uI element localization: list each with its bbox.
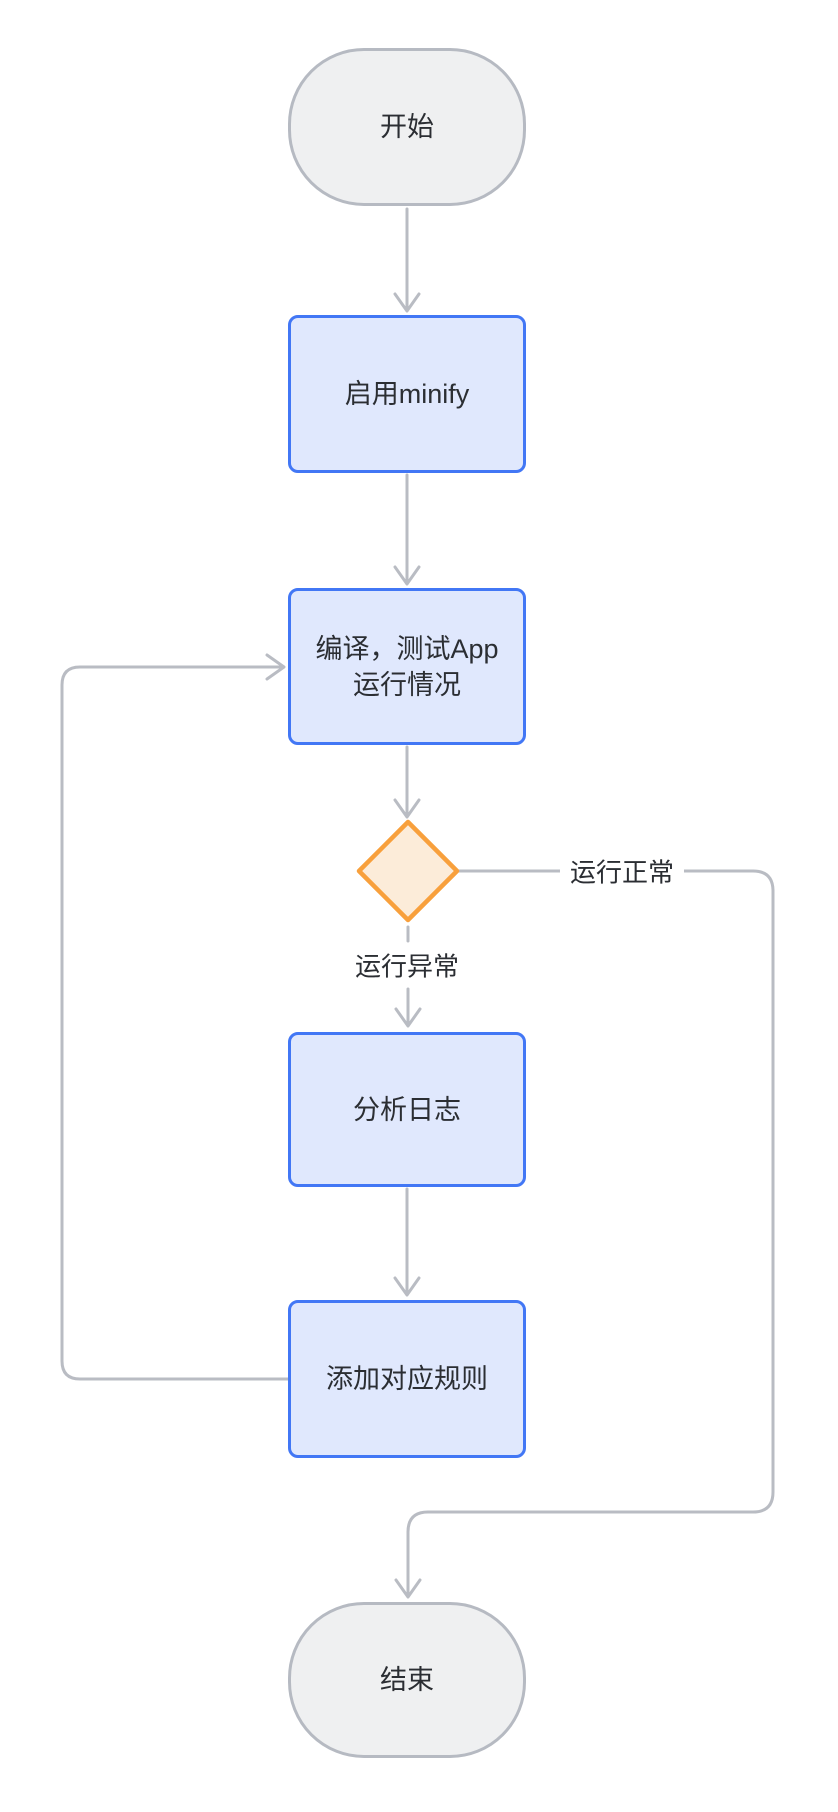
arrowhead-into-end <box>394 1578 422 1599</box>
edge-decision-normal-to-end <box>406 869 775 1598</box>
node-enable-minify-label: 启用minify <box>344 379 470 409</box>
node-compile-test-label-line1: 编译，测试App <box>315 633 499 664</box>
edge-label-run-normal: 运行正常 <box>559 850 685 892</box>
node-end-label: 结束 <box>380 1665 434 1695</box>
arrowhead-into-analyze <box>394 1007 422 1028</box>
edge-addrules-loop-to-compile <box>60 665 290 1381</box>
node-end: 结束 <box>288 1602 526 1758</box>
node-enable-minify: 启用minify <box>288 315 526 473</box>
node-start-label: 开始 <box>380 112 434 142</box>
node-analyze-logs: 分析日志 <box>288 1032 526 1187</box>
decision-diamond-shape <box>356 819 460 923</box>
node-analyze-logs-label: 分析日志 <box>353 1094 461 1125</box>
node-add-rules-label: 添加对应规则 <box>326 1364 488 1394</box>
node-start: 开始 <box>288 48 526 206</box>
arrowhead-into-minify <box>393 292 421 313</box>
node-compile-test-label-line2: 运行情况 <box>353 669 461 700</box>
node-compile-test: 编译，测试App 运行情况 <box>288 588 526 745</box>
arrowhead-into-addrules <box>393 1276 421 1297</box>
arrowhead-into-decision <box>393 798 421 819</box>
edge-label-run-abnormal: 运行异常 <box>344 944 470 986</box>
node-add-rules: 添加对应规则 <box>288 1300 526 1458</box>
node-decision <box>356 819 460 923</box>
arrowhead-into-compile <box>393 565 421 586</box>
arrowhead-loop-into-compile <box>265 653 286 681</box>
